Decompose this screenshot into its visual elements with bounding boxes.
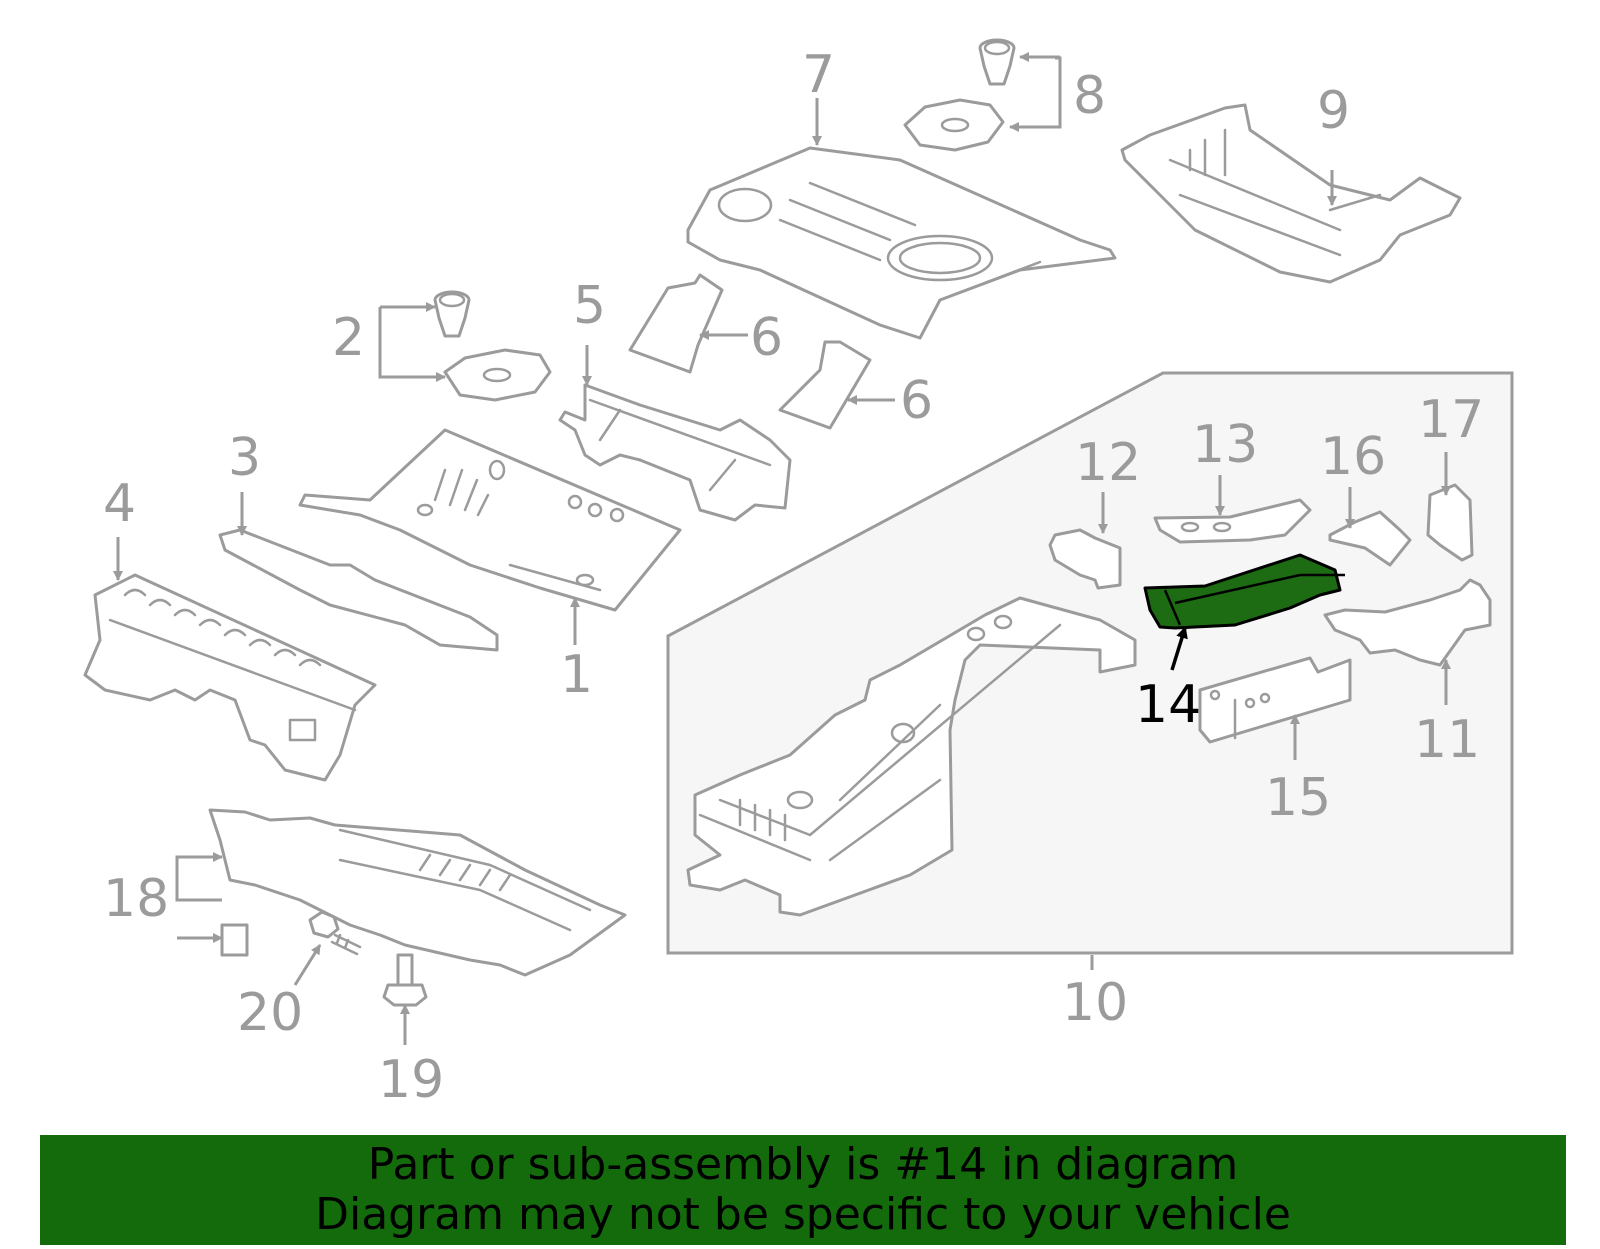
callout-17: 17 — [1418, 390, 1484, 450]
callout-8: 8 — [1073, 66, 1106, 126]
part-1-rear-floor-panel — [298, 428, 682, 612]
info-banner: Part or sub-assembly is #14 in diagram D… — [40, 1135, 1566, 1245]
part-2-fastener-and-washer — [433, 290, 552, 402]
part-19-bolt — [382, 953, 428, 1007]
part-7-rear-shelf — [686, 146, 1117, 340]
banner-line-2: Diagram may not be specific to your vehi… — [315, 1189, 1291, 1240]
callout-7: 7 — [802, 45, 835, 105]
part-14-highlighted — [1143, 553, 1345, 630]
part-20-bolt — [308, 910, 362, 956]
callout-5: 5 — [573, 276, 606, 336]
part-12-bracket — [1048, 528, 1122, 590]
leader-lines — [113, 52, 1451, 1045]
callout-20: 20 — [237, 983, 303, 1043]
callout-9: 9 — [1317, 81, 1350, 141]
callout-6a: 6 — [750, 308, 783, 368]
part-10-rear-frame-assembly — [686, 596, 1137, 917]
callout-6b: 6 — [900, 371, 933, 431]
callout-14: 14 — [1135, 675, 1201, 735]
part-15-side-member — [1198, 656, 1352, 744]
part-3-cross-member — [218, 528, 499, 652]
part-5-cross-member — [558, 383, 792, 522]
part-6-bracket-b — [778, 340, 872, 430]
callout-1: 1 — [560, 645, 593, 705]
banner-line-1: Part or sub-assembly is #14 in diagram — [367, 1139, 1239, 1190]
callout-18: 18 — [103, 869, 169, 929]
part-6-bracket-a — [628, 273, 724, 374]
part-4-front-floor-crossmember — [83, 573, 377, 782]
parts-diagram: 1 2 3 4 5 6 6 7 8 9 10 11 12 13 14 15 16… — [83, 38, 1514, 1110]
callout-16: 16 — [1320, 427, 1386, 487]
callout-12: 12 — [1075, 433, 1141, 493]
part-8-fastener-and-washer — [903, 38, 1016, 152]
part-9-cross-member — [1120, 103, 1462, 284]
callout-4: 4 — [103, 474, 136, 534]
callout-19: 19 — [378, 1050, 444, 1110]
callout-13: 13 — [1192, 415, 1258, 475]
part-13-reinforcement — [1153, 498, 1312, 544]
callout-2: 2 — [332, 308, 365, 368]
part-11-rear-side-panel — [1323, 578, 1492, 667]
callout-3: 3 — [228, 428, 261, 488]
callout-10: 10 — [1062, 973, 1128, 1033]
callout-11: 11 — [1414, 710, 1480, 770]
part-17-bracket — [1426, 483, 1474, 562]
callout-15: 15 — [1265, 768, 1331, 828]
part-18-front-floor-pan — [208, 808, 627, 977]
